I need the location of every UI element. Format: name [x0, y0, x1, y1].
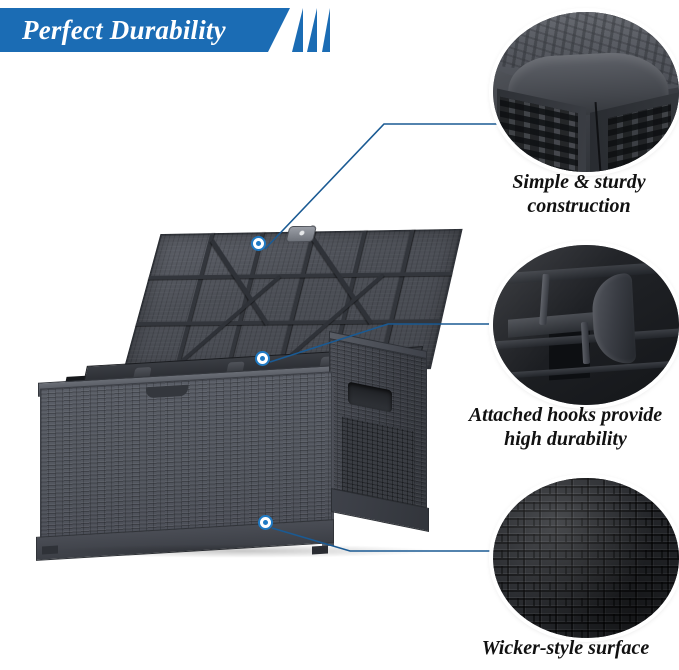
- header-banner: Perfect Durability: [0, 8, 330, 52]
- callout-line-2: [269, 323, 500, 363]
- callout-marker-2[interactable]: [255, 351, 270, 366]
- detail-caption-hooks: Attached hooks provide high durability: [452, 403, 679, 452]
- banner-background: [0, 8, 290, 52]
- banner-stripe-3: [322, 8, 330, 52]
- caption-line-2: construction: [527, 195, 631, 218]
- page-title: Perfect Durability: [22, 15, 226, 45]
- detail-circle-hooks: [493, 245, 679, 405]
- callout-marker-1[interactable]: [251, 236, 266, 251]
- caption-line-2: high durability: [504, 428, 627, 451]
- detail-circle-construction: [493, 12, 679, 172]
- caption-line-1: Wicker-style surface: [481, 637, 650, 659]
- detail-caption-construction: Simple & sturdy construction: [479, 170, 679, 219]
- callout-line-1: [264, 123, 500, 250]
- caption-line-1: Attached hooks provide: [468, 404, 663, 426]
- caption-line-1: Simple & sturdy: [512, 171, 646, 193]
- banner-stripe-1: [292, 8, 303, 52]
- detail-circle-wicker: [493, 478, 679, 638]
- detail-caption-wicker: Wicker-style surface: [452, 636, 679, 660]
- callout-line-3: [271, 527, 500, 552]
- banner-stripe-2: [307, 8, 317, 52]
- callout-marker-3[interactable]: [258, 515, 273, 530]
